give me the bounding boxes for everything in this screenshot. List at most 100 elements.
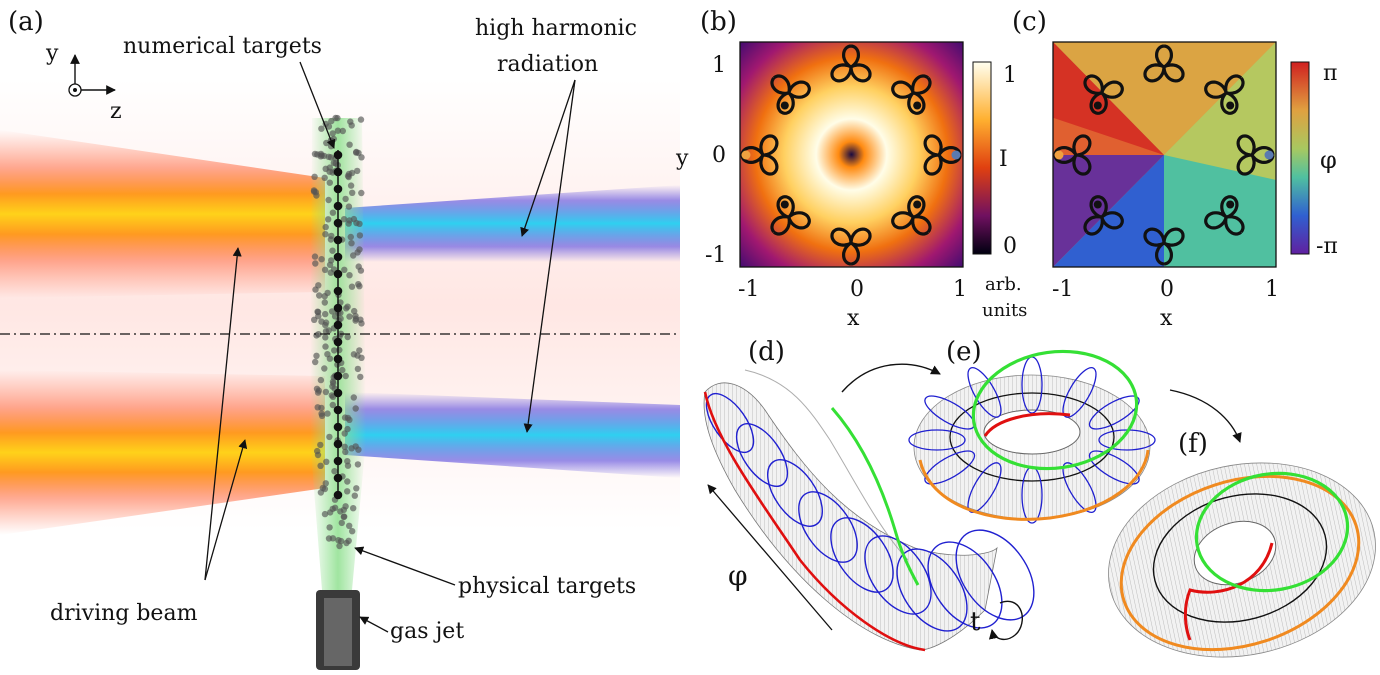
xtick-1: 1 xyxy=(953,277,967,302)
gas-particle xyxy=(315,331,322,338)
gas-particle xyxy=(314,308,322,316)
gas-particle xyxy=(356,232,364,239)
phi-arrow xyxy=(707,484,833,631)
numerical-target xyxy=(333,337,343,347)
gas-particle xyxy=(329,535,337,542)
trefoil-trajectory xyxy=(770,195,811,236)
trefoil-trajectory xyxy=(830,227,872,266)
numerical-target xyxy=(333,422,343,432)
intensity-map xyxy=(740,42,963,267)
gas-particle xyxy=(346,313,353,320)
numerical-target xyxy=(333,303,343,313)
gas-particle xyxy=(348,283,356,290)
gas-particle xyxy=(334,127,342,134)
gas-particle xyxy=(338,519,345,527)
gas-particle xyxy=(357,267,365,274)
green-curve-e xyxy=(971,349,1139,471)
panel-a-label: (a) xyxy=(8,7,44,37)
gas-particle xyxy=(331,347,338,354)
gas-particle xyxy=(344,478,351,485)
gas-particle xyxy=(341,430,348,437)
numerical-target xyxy=(333,371,343,381)
gas-particle xyxy=(341,443,348,450)
gas-particle xyxy=(324,410,331,417)
gas-particle xyxy=(340,216,348,223)
gas-particle xyxy=(315,282,322,289)
orange-marker xyxy=(1054,150,1064,160)
gas-particle xyxy=(353,485,360,492)
high-harmonic-label-2: radiation xyxy=(497,52,598,77)
gas-particle xyxy=(344,414,352,422)
gas-particle xyxy=(348,122,355,129)
gas-particle xyxy=(358,354,365,361)
panel-a: y z (a) numerical targets high harmonic … xyxy=(0,7,680,670)
trajectory-marker xyxy=(913,101,922,110)
gas-particle xyxy=(329,505,336,513)
trefoil-trajectory xyxy=(1083,74,1124,115)
gas-particle xyxy=(345,220,352,227)
gas-particle xyxy=(347,233,354,241)
driving-beam-upper xyxy=(0,130,325,298)
gas-particle xyxy=(324,351,331,358)
gas-particle xyxy=(326,164,333,171)
cb-units-2: units xyxy=(982,300,1027,321)
gas-particle xyxy=(346,522,353,529)
panel-b-ylabel: y xyxy=(675,146,689,171)
gas-particle xyxy=(344,303,351,310)
numerical-target xyxy=(333,218,343,228)
red-curve-f xyxy=(1183,542,1274,641)
gas-particle xyxy=(353,148,360,156)
gas-particle xyxy=(313,352,320,359)
gas-particle xyxy=(318,404,325,412)
gas-particle xyxy=(322,310,329,318)
trajectory-marker xyxy=(1226,101,1235,110)
trefoil-trajectory xyxy=(1053,134,1092,176)
gas-particle xyxy=(331,313,339,320)
cb-label-phi: φ xyxy=(1320,146,1337,174)
panel-b-xlabel: x xyxy=(847,306,860,331)
gas-particle xyxy=(344,488,351,495)
gas-particle xyxy=(322,334,329,341)
gas-particle xyxy=(326,524,333,531)
numerical-target xyxy=(333,388,343,398)
gas-particle xyxy=(323,139,330,147)
tube-ellipse xyxy=(955,529,1035,621)
ytick-neg1: -1 xyxy=(705,243,726,268)
torus-ellipse xyxy=(908,429,966,451)
gas-particle xyxy=(342,195,349,203)
panel-f-label: (f) xyxy=(1178,429,1208,459)
green-curve-d xyxy=(830,407,920,586)
green-curve-f xyxy=(1194,471,1350,593)
axis-y-label: y xyxy=(45,41,59,66)
trefoil-trajectories-c xyxy=(1053,44,1275,266)
gas-particle xyxy=(331,468,338,475)
gas-particle xyxy=(316,292,323,299)
gas-particle xyxy=(352,405,359,412)
gas-particle xyxy=(329,378,337,385)
gas-particle xyxy=(356,347,363,354)
panel-f: (f) xyxy=(1108,429,1376,658)
tube-ellipse xyxy=(798,491,858,563)
panel-e-label: (e) xyxy=(946,337,982,367)
gas-particle xyxy=(351,492,358,499)
blue-marker xyxy=(1264,150,1274,160)
gas-particle xyxy=(348,240,355,247)
gas-particle xyxy=(352,443,359,450)
trajectory-marker xyxy=(913,200,922,209)
gas-particle xyxy=(317,150,325,158)
panel-c: (c) -1 0 1 x π φ -π xyxy=(1012,7,1338,331)
tube-ellipses xyxy=(705,392,1035,632)
numerical-target xyxy=(333,473,343,483)
gas-particle xyxy=(356,246,363,253)
gas-particle xyxy=(354,365,362,373)
gas-particle xyxy=(317,462,324,469)
c-xtick-neg1: -1 xyxy=(1052,277,1073,302)
gas-particle xyxy=(322,319,330,326)
axis-z-label: z xyxy=(110,99,122,124)
phase-map xyxy=(1053,42,1276,267)
harmonic-beam-upper xyxy=(345,185,680,262)
trefoil-trajectory xyxy=(891,74,932,115)
gas-particle xyxy=(318,125,325,132)
trefoil-trajectory xyxy=(1204,195,1245,236)
